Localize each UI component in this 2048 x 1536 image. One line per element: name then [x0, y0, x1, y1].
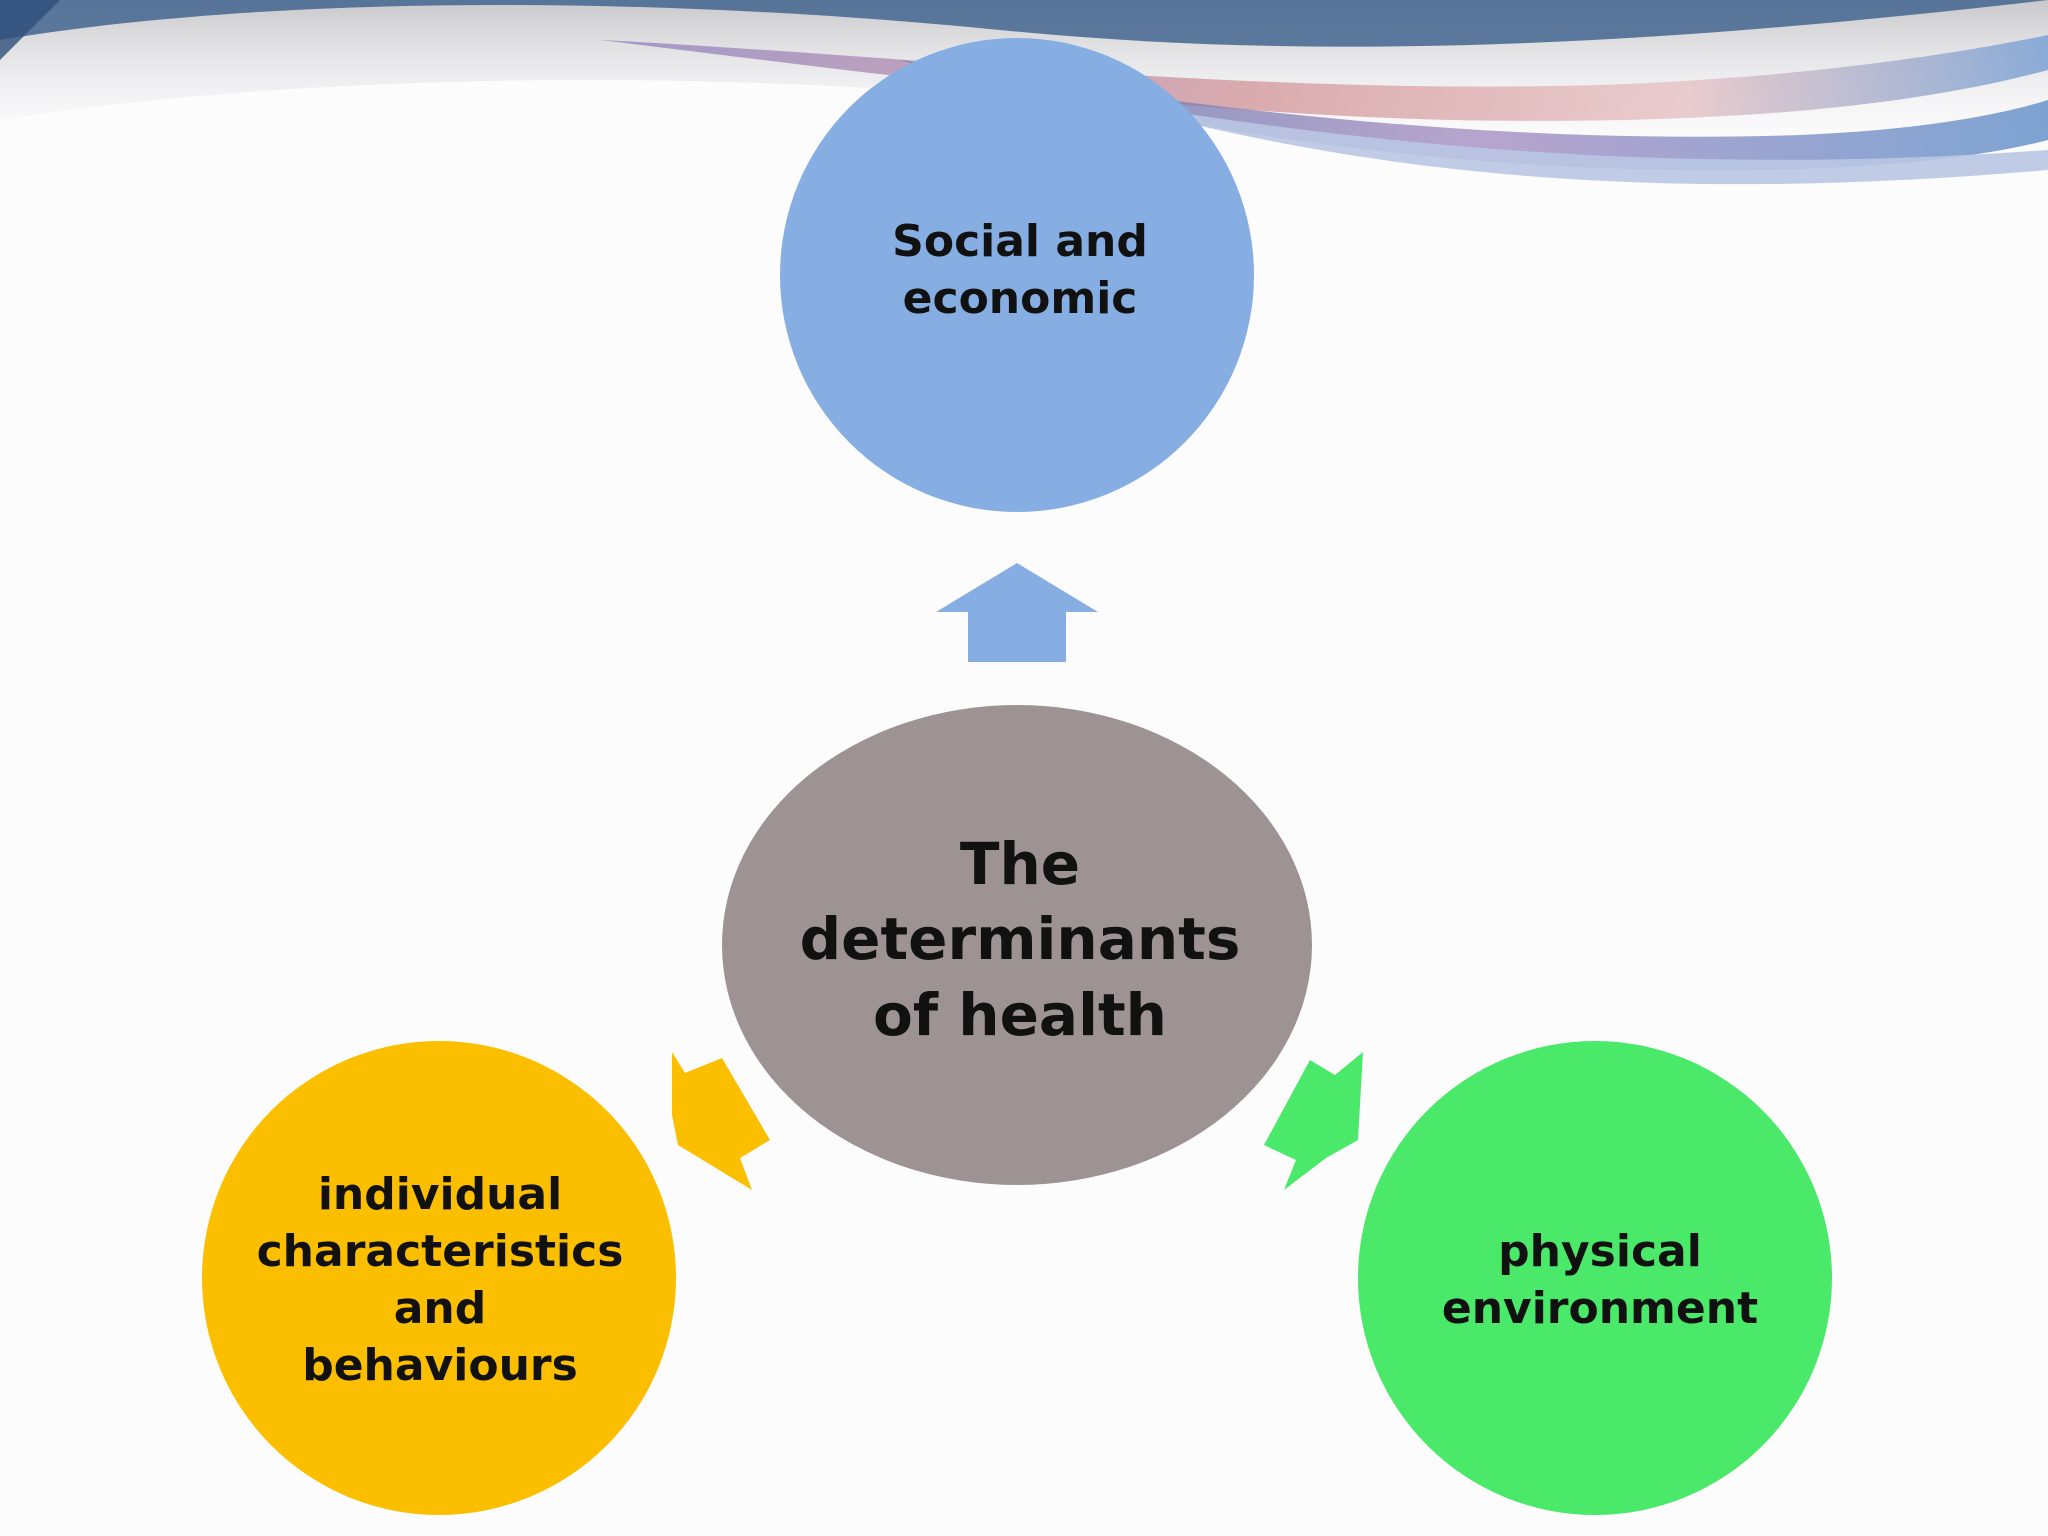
node-social-economic: [780, 38, 1254, 512]
center-node: [722, 705, 1312, 1185]
arrow-to-physical: [1264, 1052, 1363, 1190]
center-node-label: The determinants of health: [799, 829, 1241, 1049]
physical-environment-label: physical environment: [1441, 1225, 1759, 1334]
arrow-to-social-economic: [936, 563, 1098, 662]
node-physical: [1358, 1041, 1832, 1515]
social-economic-label: Social and economic: [892, 215, 1148, 324]
individual-label: individual characteristics and behaviour…: [256, 1168, 624, 1392]
node-individual: [202, 1041, 676, 1515]
arrow-to-individual: [672, 1052, 770, 1190]
